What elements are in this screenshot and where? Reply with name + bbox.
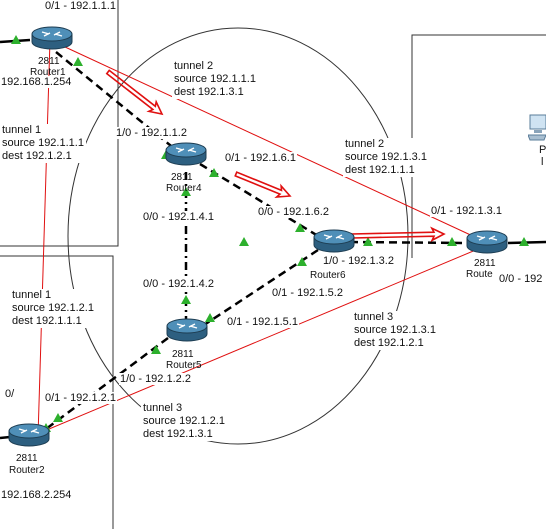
tunnel3-router3-note: tunnel 3 source 192.1.3.1 dest 192.1.2.1	[352, 311, 438, 350]
r3-right-interface-label: 0/0 - 192	[498, 273, 544, 285]
area-boundary-router3	[411, 34, 546, 258]
traffic-arrow-1	[105, 69, 164, 116]
tunnel1-router2-note: tunnel 1 source 192.1.2.1 dest 192.1.1.1	[10, 289, 96, 328]
pc-screen	[529, 114, 546, 130]
r2-up-interface-label: 0/1 - 192.1.2.1	[44, 392, 117, 404]
r1-interface-label: 0/1 - 192.1.1.1	[44, 0, 117, 12]
router1-model: 2811	[38, 56, 60, 67]
area-boundary-router2	[0, 255, 114, 529]
tunnel1-router1-note: tunnel 1 source 192.1.1.1 dest 192.1.2.1	[0, 124, 86, 163]
pc-label-2: l	[541, 156, 544, 168]
link-router5-router6	[203, 248, 319, 327]
r3-left-interface-label: 0/1 - 192.1.3.1	[430, 205, 503, 217]
router-top	[313, 229, 355, 245]
traffic-arrow-1-shape	[105, 69, 164, 116]
link-router5-router2	[41, 336, 169, 434]
router5-name: Router5	[166, 360, 202, 371]
router1-lan-address: 192.168.1.254	[0, 76, 73, 88]
router-arrows	[476, 235, 498, 241]
r5-left-interface-label: 1/0 - 192.1.2.2	[119, 373, 192, 385]
tunnel3-line	[29, 243, 491, 438]
router-top	[466, 230, 508, 246]
link-up-indicator-16	[239, 237, 249, 246]
router3-name: Route	[466, 269, 493, 280]
router-arrows	[323, 234, 345, 240]
router6-icon	[313, 229, 355, 253]
router4-icon	[165, 142, 207, 166]
link-up-indicator-12	[205, 313, 215, 322]
link-up-indicator-7	[295, 223, 305, 232]
r5-right-interface-label: 0/1 - 192.1.5.1	[226, 316, 299, 328]
r6-down-interface-label: 0/1 - 192.1.5.2	[271, 287, 344, 299]
router3-icon	[466, 230, 508, 254]
router6-name: Router6	[310, 270, 346, 281]
traffic-arrow-3-shape	[351, 226, 446, 243]
router-top	[31, 26, 73, 42]
router-top	[166, 318, 208, 334]
r4-left-interface-label: 1/0 - 192.1.1.2	[115, 127, 188, 139]
link-up-indicator-8	[363, 237, 373, 246]
router4-model: 2811	[171, 172, 193, 183]
router-arrows	[176, 323, 198, 329]
r6-right-interface-label: 1/0 - 192.1.3.2	[322, 255, 395, 267]
link-up-indicator-10	[519, 237, 529, 246]
router-top	[165, 142, 207, 158]
traffic-arrow-2	[234, 171, 292, 199]
router5-icon	[166, 318, 208, 342]
tunnel3-router2-note: tunnel 3 source 192.1.2.1 dest 192.1.3.1	[141, 402, 227, 441]
link-up-indicator-14	[53, 413, 63, 422]
router4-name: Router4	[166, 183, 202, 194]
link-up-indicator-6	[181, 295, 191, 304]
traffic-arrow-2-shape	[234, 171, 292, 199]
router-arrows	[175, 147, 197, 153]
link-up-indicator-9	[447, 237, 457, 246]
link-router4-router6	[199, 162, 319, 238]
link-up-indicator-4	[209, 168, 219, 177]
router-top	[8, 423, 50, 439]
router-arrows	[41, 31, 63, 37]
link-router2-lan	[0, 435, 11, 440]
link-up-indicator-2	[73, 57, 83, 66]
tunnel2-line	[49, 39, 491, 245]
pc-icon	[528, 114, 546, 141]
router2-lan-address: 192.168.2.254	[0, 489, 73, 501]
r6-left-interface-label: 0/0 - 192.1.6.2	[257, 206, 330, 218]
tunnel2-router3-note: tunnel 2 source 192.1.3.1 dest 192.1.1.1	[343, 138, 429, 177]
router3-model: 2811	[474, 258, 496, 269]
router2-name: Router2	[9, 465, 45, 476]
link-up-indicator-11	[297, 257, 307, 266]
tunnel2-router1-note: tunnel 2 source 192.1.1.1 dest 192.1.3.1	[172, 60, 258, 99]
traffic-arrow-3	[351, 226, 446, 243]
router2-model: 2811	[16, 453, 38, 464]
link-up-indicator-1	[11, 35, 21, 44]
link-up-indicator-13	[151, 345, 161, 354]
link-up-indicator-5	[181, 187, 191, 196]
r2-fragment-interface-label: 0/	[4, 388, 16, 400]
pc-label-1: P	[539, 144, 546, 156]
r4-right-interface-label: 0/1 - 192.1.6.1	[224, 152, 297, 164]
router1-icon	[31, 26, 73, 50]
r4-down-interface-label: 0/0 - 192.1.4.1	[142, 211, 215, 223]
pc-keyboard	[528, 134, 546, 141]
router-arrows	[18, 428, 40, 434]
router2-icon	[8, 423, 50, 447]
tunnel1-line	[37, 39, 51, 438]
router1-name: Router1	[30, 67, 66, 78]
router5-model: 2811	[172, 349, 194, 360]
r5-up-interface-label: 0/0 - 192.1.4.2	[142, 278, 215, 290]
pc-stand	[534, 130, 542, 133]
